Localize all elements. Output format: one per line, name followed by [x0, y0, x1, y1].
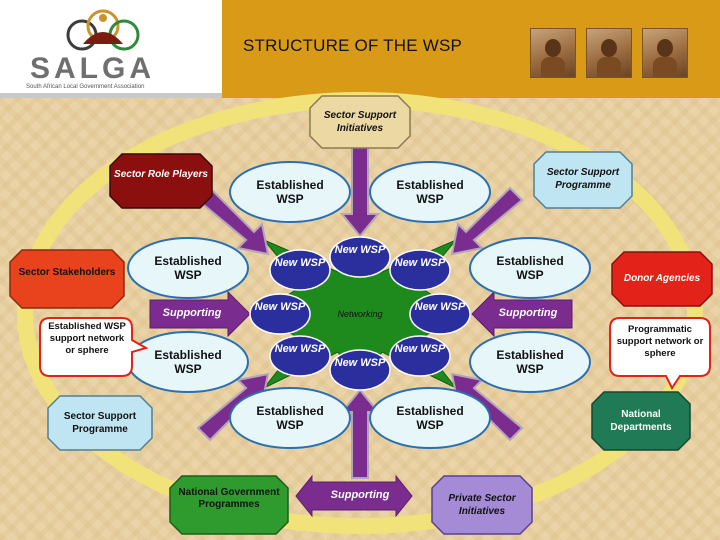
established-wsp-label: Established WSP: [496, 254, 564, 282]
hub-new-wsp-label: New WSP: [394, 257, 446, 269]
programmatic-network-label: Programmatic support network or sphere: [616, 324, 704, 359]
sector-support-programme-top-shape: [533, 151, 633, 209]
sector-stakeholders-label: Sector Stakeholders: [18, 267, 116, 278]
header-band: [222, 0, 720, 98]
sector-support-initiatives-shape: [309, 95, 411, 149]
arrow-diagonal-icon: [450, 186, 524, 256]
supporting-label-bottom: Supporting: [330, 489, 390, 501]
photo-thumbnail: [530, 28, 576, 78]
established-wsp-label: Established WSP: [396, 404, 464, 432]
hub-new-wsp-label: New WSP: [254, 301, 306, 313]
salga-logo-icon: [66, 9, 140, 51]
donor-agencies-shape: [611, 251, 713, 307]
page-title: STRUCTURE OF THE WSP: [243, 36, 463, 55]
logo-area: SALGA South African Local Government Ass…: [0, 0, 222, 98]
programmatic-network-callout: [609, 317, 711, 390]
arrow-down-icon: [339, 139, 381, 238]
national-government-programmes-label: National Government Programmes: [178, 487, 280, 510]
hub-new-wsp-label: New WSP: [414, 301, 466, 313]
sector-support-initiatives-label: Sector Support Initiatives: [323, 110, 397, 134]
supporting-arrow-left: [149, 290, 251, 338]
hub-new-wsp-label: New WSP: [334, 357, 386, 369]
hub-new-wsp-label: New WSP: [334, 244, 386, 256]
logo-divider: [0, 93, 222, 98]
logo-wordmark: SALGA: [30, 52, 155, 85]
sector-stakeholders-shape: [9, 249, 125, 309]
established-wsp-label: Established WSP: [154, 254, 222, 282]
sector-role-players-shape: [109, 153, 213, 209]
supporting-label-left: Supporting: [162, 307, 222, 319]
established-wsp-label: Established WSP: [396, 178, 464, 206]
supporting-arrow-bottom: [295, 474, 413, 518]
private-sector-initiatives-shape: [431, 475, 533, 535]
established-wsp-label: Established WSP: [256, 404, 324, 432]
hub-new-wsp-label: New WSP: [274, 343, 326, 355]
private-sector-initiatives-label: Private Sector Initiatives: [448, 493, 516, 517]
established-network-label: Established WSP support network or spher…: [48, 321, 126, 356]
established-wsp-label: Established WSP: [154, 348, 222, 376]
supporting-arrow-right: [471, 290, 573, 338]
sector-role-players-label: Sector Role Players: [114, 169, 208, 180]
arrow-up-icon: [339, 388, 381, 479]
sector-support-programme-bottom-label: Sector Support Programme: [63, 411, 137, 435]
donor-agencies-label: Donor Agencies: [623, 273, 701, 284]
arrow-diagonal-icon: [196, 186, 270, 256]
supporting-label-right: Supporting: [498, 307, 558, 319]
logo-subtitle: South African Local Government Associati…: [26, 84, 145, 90]
hub-new-wsp-label: New WSP: [394, 343, 446, 355]
photo-thumbnail: [642, 28, 688, 78]
sector-support-programme-bottom-shape: [47, 395, 153, 451]
center-networking-label: Networking: [337, 309, 383, 319]
photo-thumbnail: [586, 28, 632, 78]
national-departments-shape: [591, 391, 691, 451]
established-network-callout: [39, 317, 149, 377]
established-wsp-label: Established WSP: [496, 348, 564, 376]
established-wsp-label: Established WSP: [256, 178, 324, 206]
national-departments-label: National Departments: [610, 409, 672, 433]
sector-support-programme-top-label: Sector Support Programme: [546, 167, 620, 191]
hub-new-wsp-label: New WSP: [274, 257, 326, 269]
national-government-programmes-shape: [169, 475, 289, 535]
